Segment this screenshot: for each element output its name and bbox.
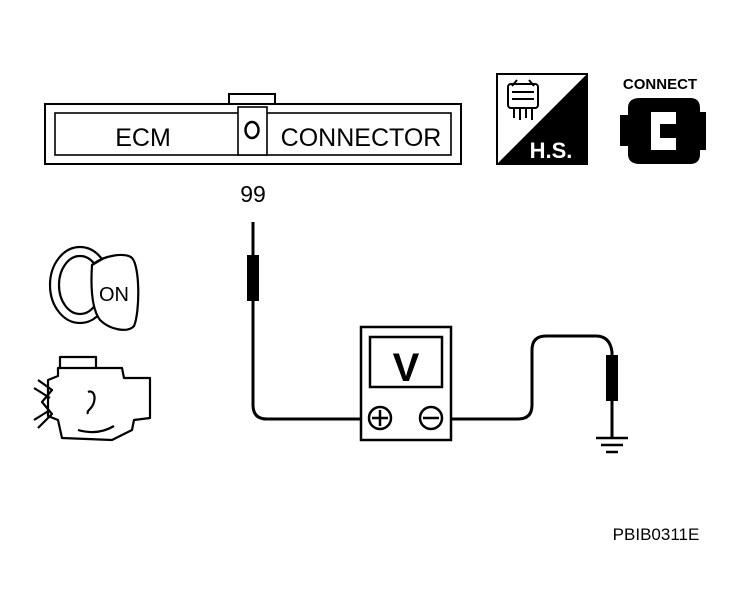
figure-code: PBIB0311E (613, 525, 700, 544)
harness-connector-icon (507, 79, 539, 120)
ignition-key-icon: ON (48, 245, 140, 331)
harness-side-badge: H.S. (496, 73, 588, 165)
negative-terminal-icon (418, 405, 444, 431)
connector-right-label: CONNECTOR (281, 124, 442, 152)
terminal-pin-icon (244, 120, 260, 140)
voltmeter-display: V (393, 346, 420, 390)
positive-probe (247, 222, 362, 421)
connect-badge: CONNECT (620, 76, 706, 164)
ignition-key-label: ON (99, 284, 129, 306)
negative-probe (450, 334, 618, 438)
ground-symbol-icon (596, 436, 628, 454)
connector-left-label: ECM (115, 124, 171, 152)
engine-running-icon (33, 355, 152, 442)
connector-plug-icon (620, 98, 706, 164)
terminal-number: 99 (240, 181, 266, 207)
ecm-connector: ECM CONNECTOR (44, 93, 462, 165)
voltmeter-icon: V (359, 325, 453, 442)
positive-terminal-icon (367, 405, 393, 431)
harness-side-label: H.S. (530, 138, 573, 163)
connect-label: CONNECT (623, 76, 697, 93)
